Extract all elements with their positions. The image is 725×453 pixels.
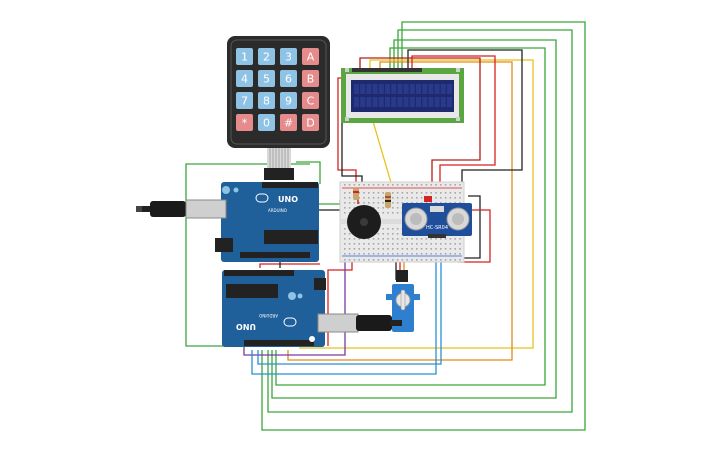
wire-purple-bb xyxy=(243,262,346,356)
resistor-1 xyxy=(353,188,359,200)
keypad-key-label: 9 xyxy=(285,95,292,108)
arduino-bottom: UNO ARDUINO xyxy=(222,270,402,347)
buzzer xyxy=(347,196,381,239)
resistor-2 xyxy=(385,192,391,208)
keypad-key: 9 xyxy=(280,92,297,109)
wire-green-3 xyxy=(271,39,557,399)
lcd-pin-header xyxy=(352,68,422,72)
arduino-bottom-model: UNO xyxy=(236,322,256,331)
keypad-key: C xyxy=(302,92,319,109)
wire-red-sensor-right xyxy=(458,209,491,263)
wire-green-2 xyxy=(267,29,573,413)
arduino-bottom-board xyxy=(222,270,325,347)
wire-green-left-loop xyxy=(185,163,310,347)
ultrasonic-sensor: HC-SR04 xyxy=(402,203,472,238)
mcu-chip-top xyxy=(264,230,318,244)
keypad-key-label: 4 xyxy=(241,73,248,86)
keypad-key: 6 xyxy=(280,70,297,87)
keypad-key: # xyxy=(280,114,297,131)
wire-black-sensor-right xyxy=(462,195,481,259)
led-indicator xyxy=(424,196,432,202)
sensor-label: HC-SR04 xyxy=(426,225,448,231)
usb-cable-bottom xyxy=(356,315,392,331)
mcu-chip-bottom xyxy=(226,284,278,298)
keypad-key: A xyxy=(302,48,319,65)
usb-port-top xyxy=(185,199,227,219)
keypad-key-label: 3 xyxy=(285,51,292,64)
keypad-key-label: 2 xyxy=(263,51,270,64)
wire-red-between xyxy=(259,263,320,268)
wire-blue-sensor xyxy=(251,234,437,375)
keypad-key: 1 xyxy=(236,48,253,65)
keypad-key: 7 xyxy=(236,92,253,109)
keypad-key: D xyxy=(302,114,319,131)
wire-red-lcd-left xyxy=(337,77,357,186)
keypad-key-label: 7 xyxy=(241,95,248,108)
usb-port-bottom xyxy=(317,313,359,333)
keypad-key-label: C xyxy=(307,95,315,108)
keypad-key-label: B xyxy=(307,73,315,86)
arduino-top: UNO ARDUINO xyxy=(136,182,319,262)
lcd-display xyxy=(341,68,464,123)
wire-red-lcd xyxy=(411,55,496,186)
keypad-key-label: * xyxy=(242,117,248,130)
keypad-key: 3 xyxy=(280,48,297,65)
keypad: 1 2 3 A 4 5 6 B 7 8 9 C * 0 # D xyxy=(227,36,330,180)
keypad-key: * xyxy=(236,114,253,131)
keypad-key-label: 1 xyxy=(241,51,248,64)
wire-yellow-diag xyxy=(371,117,393,187)
wire-black-lcd xyxy=(407,49,523,186)
wire-darkred-lcd xyxy=(359,57,481,186)
wire-green-keypad xyxy=(296,161,321,184)
wire-green-4 xyxy=(275,47,546,386)
keypad-key-label: # xyxy=(284,117,293,130)
keypad-key-label: 6 xyxy=(285,73,292,86)
keypad-key-label: A xyxy=(307,51,315,64)
wire-orange-long xyxy=(287,61,513,361)
wire-red-bb-bottom xyxy=(327,262,353,346)
arduino-top-board xyxy=(221,182,319,262)
keypad-key-label: D xyxy=(306,117,314,130)
keypad-key: 0 xyxy=(258,114,275,131)
arduino-top-model: UNO xyxy=(278,195,298,204)
wire-green-top-bb xyxy=(318,200,341,205)
keypad-key-label: 0 xyxy=(263,117,270,130)
keypad-key: 4 xyxy=(236,70,253,87)
wire-blue-sensor-2 xyxy=(257,234,442,365)
keypad-key-label: 8 xyxy=(263,95,270,108)
wire-yellow-long xyxy=(299,59,534,349)
keypad-key: B xyxy=(302,70,319,87)
keypad-key-label: 5 xyxy=(263,73,270,86)
arduino-top-brand: ARDUINO xyxy=(268,208,287,213)
keypad-key: 5 xyxy=(258,70,275,87)
wires xyxy=(185,21,586,431)
keypad-key: 8 xyxy=(258,92,275,109)
keypad-key: 2 xyxy=(258,48,275,65)
keypad-header xyxy=(264,168,294,180)
servo-connector xyxy=(396,270,408,282)
arduino-bottom-brand: ARDUINO xyxy=(259,313,278,318)
